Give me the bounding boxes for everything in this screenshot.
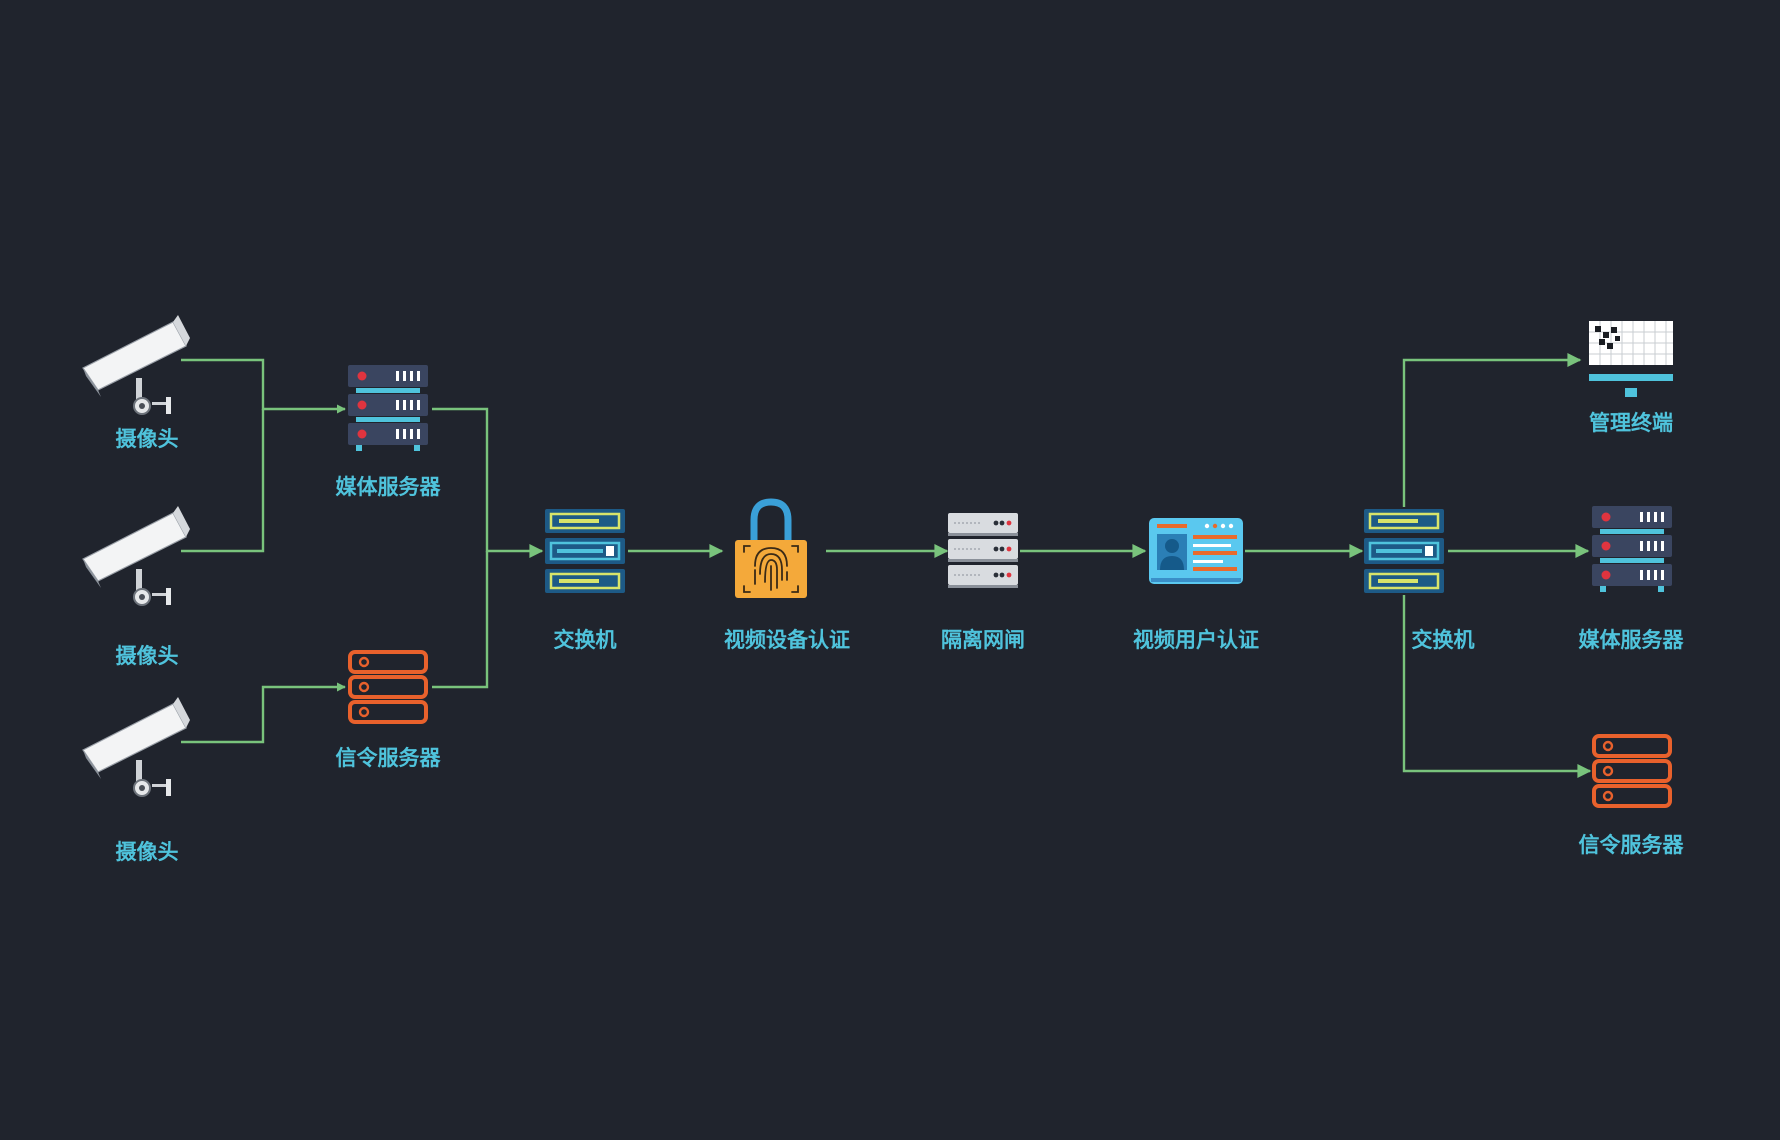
switch-right-node[interactable]: 交换机 [1362, 507, 1475, 652]
switch-label: 交换机 [554, 628, 617, 652]
camera-label: 摄像头 [116, 644, 179, 668]
camera-node-3[interactable]: 摄像头 [82, 696, 191, 864]
media-server-left-node[interactable]: 媒体服务器 [336, 365, 442, 499]
cctv-camera-icon [82, 314, 191, 415]
media-server-label: 媒体服务器 [336, 475, 442, 499]
signal-server-label: 信令服务器 [1579, 833, 1685, 857]
media-server-label: 媒体服务器 [1579, 628, 1685, 652]
device-auth-label: 视频设备认证 [724, 628, 850, 652]
device-auth-node[interactable]: 视频设备认证 [724, 502, 850, 652]
gateway-label: 隔离网闸 [941, 628, 1025, 652]
edge-camera2-media-server [181, 409, 265, 553]
camera-label: 摄像头 [116, 427, 179, 451]
signaling-server-icon [1592, 734, 1672, 808]
switch-left-node[interactable]: 交换机 [543, 507, 627, 652]
switch-label: 交换机 [1412, 628, 1475, 652]
id-card-icon [1149, 518, 1243, 584]
cctv-camera-icon [82, 696, 191, 797]
gateway-node[interactable]: 隔离网闸 [941, 512, 1025, 652]
edge-media-server-switch [432, 407, 544, 558]
network-switch-icon [543, 507, 627, 595]
edge-signal-server-switch [432, 551, 489, 689]
camera-node-1[interactable]: 摄像头 [82, 314, 191, 451]
network-switch-icon [1362, 507, 1446, 595]
signal-server-label: 信令服务器 [336, 746, 442, 770]
monitor-terminal-icon [1588, 320, 1674, 398]
mgmt-terminal-node[interactable]: 管理终端 [1588, 320, 1674, 435]
media-server-right-node[interactable]: 媒体服务器 [1579, 506, 1685, 652]
media-server-icon [1592, 506, 1672, 592]
user-auth-node[interactable]: 视频用户认证 [1133, 518, 1259, 652]
camera-label: 摄像头 [116, 840, 179, 864]
signaling-server-icon [348, 650, 428, 724]
cctv-camera-icon [82, 505, 191, 606]
signal-server-right-node[interactable]: 信令服务器 [1579, 734, 1685, 857]
edge-camera1-media-server [181, 358, 346, 414]
fingerprint-lock-icon [735, 502, 807, 598]
edge-switch-mgmt-terminal [1402, 353, 1582, 507]
signal-server-left-node[interactable]: 信令服务器 [336, 650, 442, 770]
user-auth-label: 视频用户认证 [1133, 628, 1259, 652]
camera-node-2[interactable]: 摄像头 [82, 505, 191, 668]
mgmt-terminal-label: 管理终端 [1589, 411, 1673, 435]
isolation-gateway-icon [947, 512, 1019, 589]
edge-camera3-signal-server [181, 682, 346, 744]
media-server-icon [348, 365, 428, 451]
edge-switch-signal-server [1402, 595, 1592, 778]
